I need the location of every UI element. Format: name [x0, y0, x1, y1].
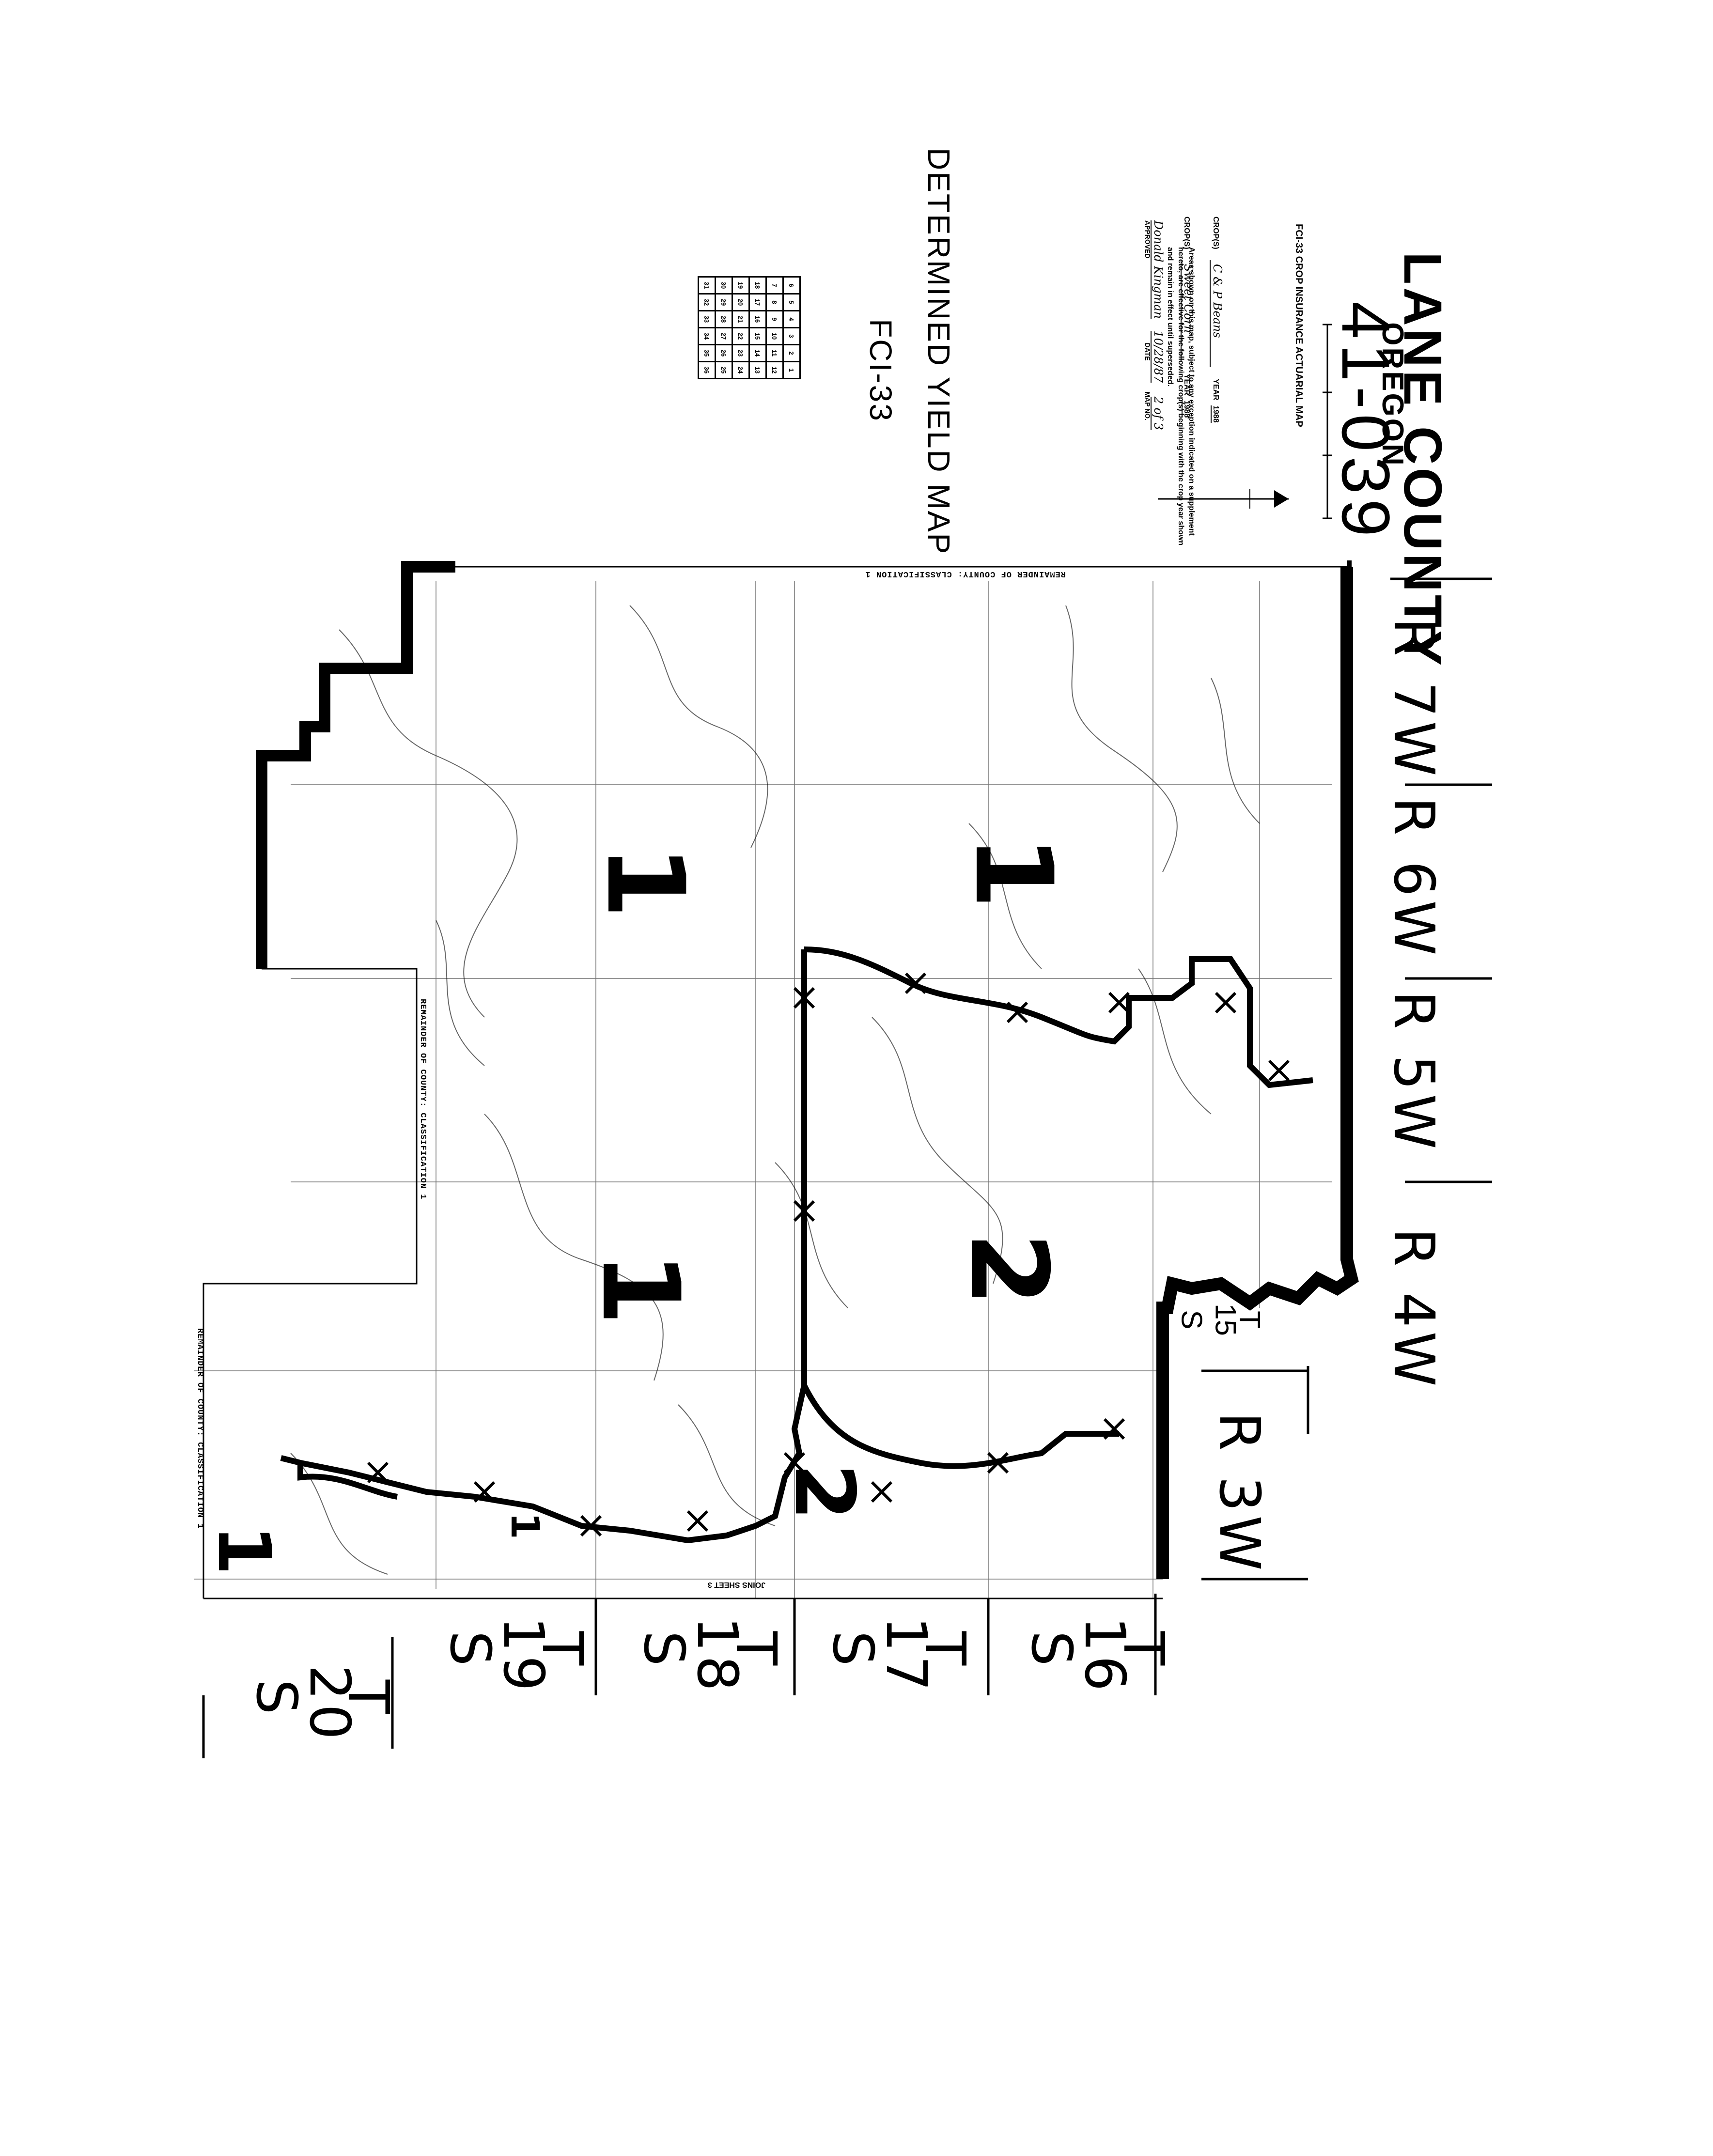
class-label-1b: 1 — [583, 844, 707, 919]
map-left-edge — [202, 968, 418, 1598]
class-label-1a: 1 — [951, 835, 1075, 909]
north-arrow-icon — [1158, 489, 1289, 509]
class-label-1e: 1 — [502, 1512, 547, 1539]
remainder-label-top: REMAINDER OF COUNTY: CLASSIFICATION 1 — [865, 569, 1066, 578]
joins-sheet-label: JOINS SHEET 3 — [707, 1581, 765, 1589]
class-label-2a: 2 — [947, 1232, 1071, 1306]
class-label-1d: 1 — [202, 1524, 286, 1576]
drainage-lines — [290, 605, 1260, 1575]
class-boundary — [280, 946, 1313, 1544]
remainder-label-bottom: REMAINDER OF COUNTY: CLASSIFICATION 1 — [195, 1328, 204, 1529]
county-boundary — [256, 560, 1359, 1579]
class-boundary-x-marks — [367, 972, 1290, 1537]
section-grid — [194, 581, 1332, 1598]
class-label-2b: 2 — [776, 1463, 872, 1521]
class-label-1c: 1 — [578, 1251, 702, 1326]
remainder-label-middle: REMAINDER OF COUNTY: CLASSIFICATION 1 — [418, 999, 427, 1200]
scale-bar — [1323, 324, 1332, 519]
